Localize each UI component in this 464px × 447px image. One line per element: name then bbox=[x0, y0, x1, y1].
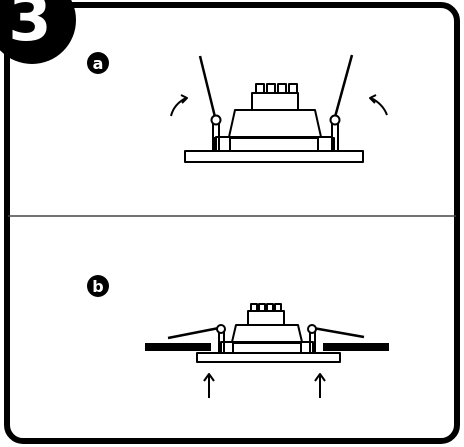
panel-b-push-arrows bbox=[203, 373, 326, 398]
frame-border bbox=[4, 2, 460, 444]
panel-a: a bbox=[87, 52, 388, 163]
panel-a-rotate-arrows bbox=[170, 94, 388, 117]
curved-arrow-left-icon bbox=[170, 97, 187, 117]
arrow-up-right-icon bbox=[314, 373, 326, 398]
ceiling-panel-left bbox=[145, 343, 211, 351]
ceiling-panel-right bbox=[323, 343, 389, 351]
panel-b: b bbox=[87, 275, 389, 398]
panel-b-marker-label: b bbox=[92, 277, 103, 296]
step-number-badge: 3 bbox=[0, 0, 76, 64]
panel-b-marker: b bbox=[87, 275, 109, 297]
panel-a-spring-clips bbox=[198, 54, 354, 151]
step-number: 3 bbox=[8, 0, 51, 55]
arrow-up-left-icon bbox=[203, 373, 215, 398]
panel-b-spring-clips bbox=[167, 324, 365, 353]
panel-b-downlight bbox=[196, 303, 341, 363]
curved-arrow-right-icon bbox=[370, 97, 388, 116]
panel-a-marker-label: a bbox=[93, 54, 104, 73]
panel-a-marker: a bbox=[87, 52, 109, 74]
